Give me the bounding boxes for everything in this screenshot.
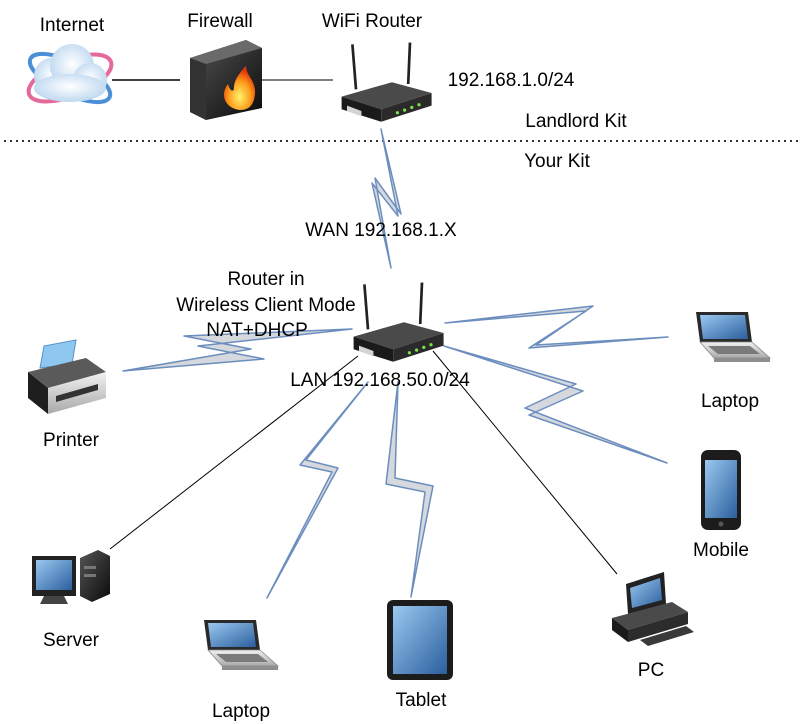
wan-label: WAN 192.168.1.X <box>305 220 457 241</box>
your-kit-label: Your Kit <box>524 151 591 172</box>
wireless-link-printer <box>122 328 353 372</box>
server-label: Server <box>43 630 100 651</box>
laptop-icon <box>695 311 771 363</box>
router-mode-line2: Wireless Client Mode <box>176 295 356 316</box>
wireless-link-laptop-bottom <box>266 381 369 599</box>
lan-label: LAN 192.168.50.0/24 <box>290 370 470 391</box>
printer-label: Printer <box>43 430 100 451</box>
mobile-label: Mobile <box>693 540 749 561</box>
router-mode-line1: Router in <box>227 269 304 290</box>
landlord-kit-label: Landlord Kit <box>525 111 627 132</box>
internet-label: Internet <box>40 15 105 36</box>
wifi-router-icon <box>340 41 433 124</box>
pc-label: PC <box>638 660 664 681</box>
wireless-link-mobile <box>443 345 668 464</box>
client-router-icon <box>352 281 445 364</box>
mobile-phone-icon <box>701 450 741 530</box>
printer-icon <box>28 339 106 414</box>
wireless-link-tablet <box>385 381 434 598</box>
globe-cloud-icon <box>26 44 114 105</box>
laptop-right-label: Laptop <box>701 391 759 412</box>
tablet-icon <box>387 600 453 680</box>
wireless-link-laptop-right <box>444 305 669 349</box>
router-pc-link <box>432 350 618 575</box>
desktop-pc-icon <box>612 572 694 646</box>
wireless-link-wan <box>371 128 402 269</box>
tablet-label: Tablet <box>396 690 447 711</box>
router-server-link <box>109 355 359 550</box>
router-mode-line3: NAT+DHCP <box>206 320 308 341</box>
server-tower-icon <box>32 550 110 604</box>
landlord-subnet-label: 192.168.1.0/24 <box>448 70 575 91</box>
laptop-bottom-label: Laptop <box>212 701 270 722</box>
laptop-icon <box>203 619 279 671</box>
firewall-icon <box>190 40 262 120</box>
wifi-router-label: WiFi Router <box>322 11 423 32</box>
firewall-label: Firewall <box>187 11 252 32</box>
